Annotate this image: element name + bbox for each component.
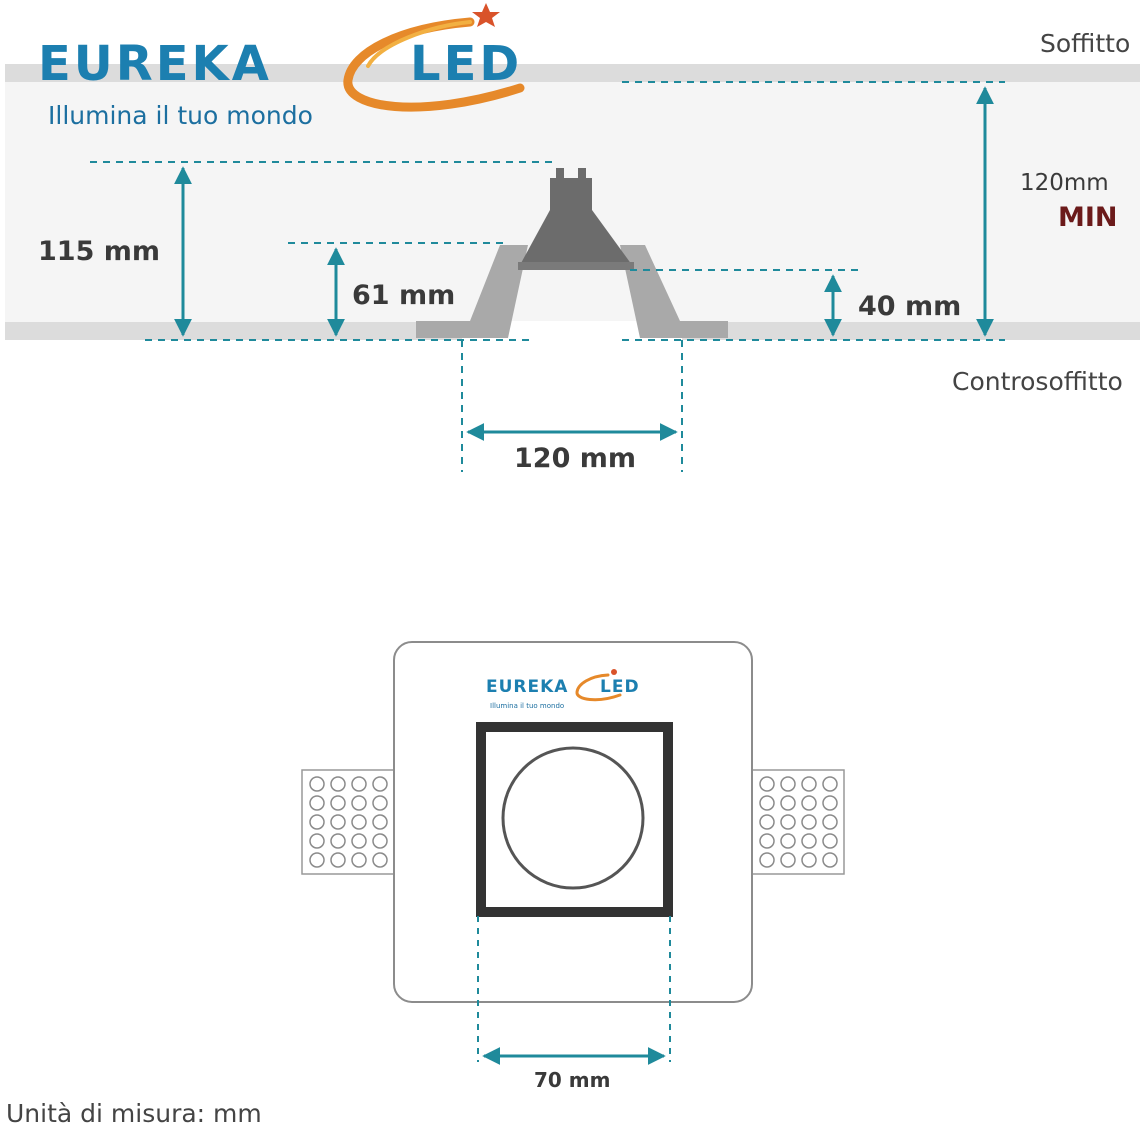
small-logo-name-right: LED xyxy=(600,677,640,697)
wing-hole xyxy=(801,776,817,792)
wing-hole xyxy=(822,776,838,792)
wing-hole xyxy=(330,795,346,811)
ceiling-slab xyxy=(5,64,1140,82)
logo-swoosh-icon xyxy=(343,17,525,112)
wing-hole xyxy=(351,795,367,811)
wing-hole xyxy=(801,795,817,811)
ceiling-label: Soffitto xyxy=(1040,29,1130,58)
wing-hole xyxy=(330,852,346,868)
dim-115: 115 mm xyxy=(38,236,160,267)
wing-hole xyxy=(759,776,775,792)
reference-lines xyxy=(90,81,1005,472)
wing-hole xyxy=(801,852,817,868)
small-logo-name-left: EUREKA xyxy=(486,677,568,697)
wing-hole xyxy=(780,776,796,792)
wing-hole xyxy=(759,852,775,868)
dim-120-width: 120 mm xyxy=(514,443,636,474)
wing-hole xyxy=(372,852,388,868)
wing-hole xyxy=(309,833,325,849)
wing-hole xyxy=(372,814,388,830)
housing-right-wall xyxy=(620,245,728,338)
wing-hole xyxy=(372,776,388,792)
wing-hole xyxy=(780,852,796,868)
small-logo: EUREKA LED Illumina il tuo mondo xyxy=(486,669,640,710)
wing-hole xyxy=(351,852,367,868)
wing-hole xyxy=(351,814,367,830)
dim-70: 70 mm xyxy=(534,1068,610,1092)
logo-name-right: LED xyxy=(410,36,522,92)
wing-hole xyxy=(822,814,838,830)
wing-hole xyxy=(309,814,325,830)
wing-hole xyxy=(309,852,325,868)
wing-hole xyxy=(330,776,346,792)
logo-star-icon xyxy=(472,3,500,27)
ceiling-opening xyxy=(462,321,682,341)
dimension-arrows xyxy=(174,86,994,441)
wing-hole xyxy=(759,833,775,849)
left-wing xyxy=(301,769,395,875)
dim-min-label: MIN xyxy=(1058,202,1118,233)
wing-hole xyxy=(801,833,817,849)
wing-hole xyxy=(822,795,838,811)
wing-hole xyxy=(780,833,796,849)
false-ceiling-label: Controsoffitto xyxy=(952,367,1123,396)
wing-hole xyxy=(309,795,325,811)
side-view: 115 mm 61 mm 40 mm 120 mm 120mm MIN Soff… xyxy=(5,29,1140,474)
wing-hole xyxy=(351,833,367,849)
wing-hole xyxy=(330,833,346,849)
dim-40: 40 mm xyxy=(858,291,961,322)
wing-hole xyxy=(801,814,817,830)
right-wing xyxy=(751,769,845,875)
lamp-icon xyxy=(518,168,634,270)
front-view: EUREKA LED Illumina il tuo mondo 70 mm xyxy=(301,641,845,1092)
small-logo-tagline: Illumina il tuo mondo xyxy=(490,702,564,710)
brand-logo: EUREKA LED Illumina il tuo mondo xyxy=(38,3,525,130)
dim-61: 61 mm xyxy=(352,280,455,311)
wing-hole xyxy=(309,776,325,792)
wing-hole xyxy=(759,795,775,811)
logo-name-left: EUREKA xyxy=(38,36,272,92)
wing-hole xyxy=(822,833,838,849)
wing-hole xyxy=(780,795,796,811)
wing-hole xyxy=(351,776,367,792)
dim-120-min-value: 120mm xyxy=(1020,170,1109,196)
housing-left-wall xyxy=(416,245,528,338)
front-reference-lines xyxy=(477,916,671,1062)
wing-hole xyxy=(372,795,388,811)
wing-hole xyxy=(780,814,796,830)
wing-hole xyxy=(372,833,388,849)
logo-tagline: Illumina il tuo mondo xyxy=(48,101,313,130)
wing-hole xyxy=(822,852,838,868)
wing-hole xyxy=(759,814,775,830)
wing-hole xyxy=(330,814,346,830)
units-note: Unità di misura: mm xyxy=(6,1099,262,1128)
lamp-opening xyxy=(501,746,645,890)
